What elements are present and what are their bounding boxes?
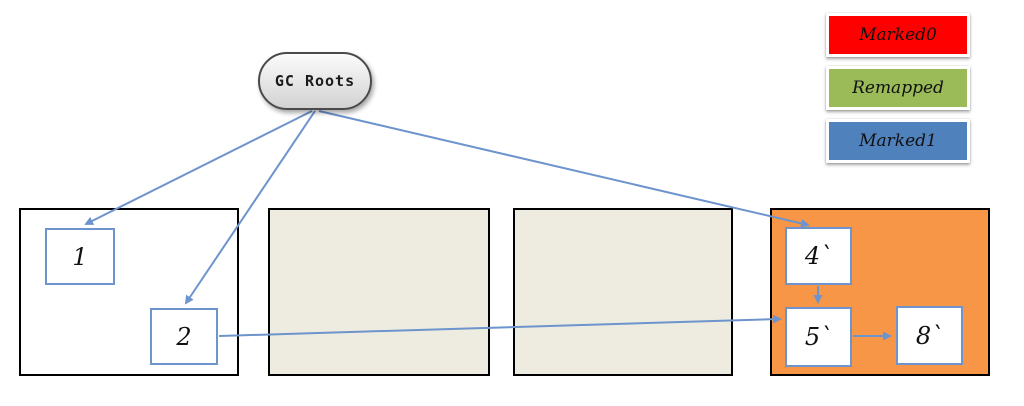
object-label-2: 2 [176, 322, 192, 351]
legend: Marked0 Remapped Marked1 [826, 13, 970, 172]
legend-item-remapped: Remapped [826, 66, 970, 110]
legend-item-marked1: Marked1 [826, 119, 970, 163]
object-box-5: 5` [785, 307, 852, 367]
legend-label-marked1: Marked1 [859, 131, 937, 151]
object-box-1: 1 [45, 228, 115, 285]
object-label-8: 8` [915, 321, 944, 350]
legend-label-remapped: Remapped [852, 78, 944, 98]
object-box-4: 4` [785, 227, 852, 285]
object-label-1: 1 [72, 242, 88, 271]
heap-region-4: 4` 5` 8` [770, 208, 990, 376]
gc-roots-label: GC Roots [274, 72, 356, 90]
object-box-8: 8` [896, 306, 963, 365]
heap-region-2 [268, 208, 490, 376]
gc-roots-node: GC Roots [258, 52, 372, 110]
object-label-5: 5` [804, 323, 833, 351]
object-box-2: 2 [150, 308, 218, 365]
object-label-4: 4` [804, 242, 833, 270]
heap-region-1: 1 2 [19, 208, 239, 376]
legend-label-marked0: Marked0 [859, 25, 937, 45]
legend-item-marked0: Marked0 [826, 13, 970, 57]
heap-region-3 [513, 208, 733, 376]
